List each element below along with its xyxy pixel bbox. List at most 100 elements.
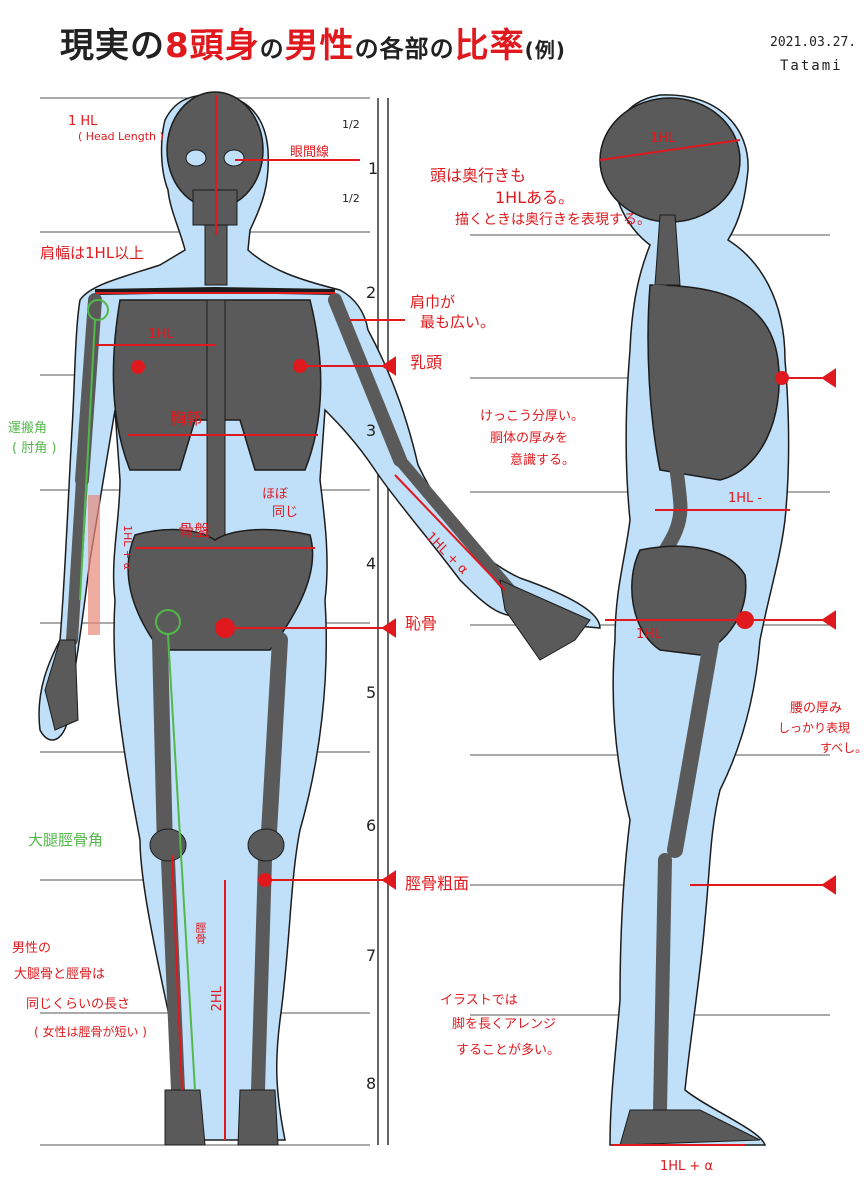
male-note-3: 同じくらいの長さ <box>26 997 131 1012</box>
brow-line-label: 眼間線 <box>290 145 330 160</box>
illustration-note-2: 脚を長くアレンジ <box>452 1017 557 1032</box>
front-right-knee <box>247 828 285 862</box>
title-part-6: 比率 <box>454 26 525 66</box>
male-note-4: ( 女性は脛骨が短い ) <box>34 1025 147 1039</box>
forearm-left-band <box>88 495 100 635</box>
male-note-2: 大腿骨と脛骨は <box>14 967 106 982</box>
front-right-humerus <box>328 293 407 467</box>
date-label: 2021.03.27. <box>770 35 857 50</box>
carrying-angle-1: 運搬角 <box>8 421 48 436</box>
title-part-4: 男性 <box>284 26 355 66</box>
shoulder-joint-marker <box>87 299 109 321</box>
front-eye-right <box>223 149 245 167</box>
title-part-5: の各部の <box>354 35 455 63</box>
head-depth-line <box>599 139 741 161</box>
title-part-2: 8頭身 <box>165 26 260 66</box>
side-nipple-marker <box>775 371 789 385</box>
side-ribcage <box>647 284 780 481</box>
hip-hl-label: 1HL <box>636 627 662 642</box>
tibia-vertical-label: 脛骨 <box>193 922 207 944</box>
head-length-abbr: 1 HL <box>68 114 98 129</box>
side-foot <box>619 1109 761 1146</box>
arm-axis-line <box>79 319 96 601</box>
almost-same-2: 同じ <box>272 505 299 520</box>
front-annotations <box>88 95 506 1140</box>
title-part-1: 現実の <box>60 26 165 66</box>
title-part-3: の <box>259 35 285 63</box>
scale-number-6: 6 <box>366 816 377 835</box>
torso-hl-label: 1HL - <box>728 491 763 506</box>
forearm-left-label: 1HL + α <box>120 524 134 570</box>
head-depth-note-2: 1HLある。 <box>495 188 575 207</box>
scale-number-1: 1 <box>368 159 379 178</box>
femur-angle-label: 大腿脛骨角 <box>28 831 104 849</box>
half-label-2: 1/2 <box>342 192 360 205</box>
nipple-label: 乳頭 <box>410 353 443 372</box>
widest-shoulder-1: 肩巾が <box>410 293 456 311</box>
side-pubis-marker <box>736 611 754 629</box>
scale-number-5: 5 <box>366 683 377 702</box>
leg-axis-line <box>167 634 196 1091</box>
nipple-right-marker <box>293 359 307 373</box>
front-right-foot <box>237 1089 279 1146</box>
head-depth-note-3: 描くときは奥行きを表現する。 <box>455 212 651 228</box>
front-right-tibia <box>251 853 272 1097</box>
pubis-arrow-head <box>381 618 396 638</box>
tibia-marker-label: 脛骨粗面 <box>405 874 470 893</box>
almost-same-1: ほぼ <box>262 487 289 502</box>
scale-number-7: 7 <box>366 946 377 965</box>
pelvis-label: 骨盤 <box>178 521 211 540</box>
nipple-left-marker <box>131 360 145 374</box>
side-skull <box>599 97 741 223</box>
pubis-label: 恥骨 <box>405 614 438 633</box>
two-hl-label: 2HL <box>209 986 225 1012</box>
side-neck <box>654 214 681 286</box>
forearm-right-line <box>394 474 506 591</box>
front-left-humerus <box>75 293 102 487</box>
torso-note-3: 意識する。 <box>510 453 576 468</box>
shoulder-hl-label: 1HL <box>148 327 174 342</box>
front-right-forearm <box>394 454 516 596</box>
title-part-7: (例) <box>524 38 566 62</box>
illustration-note-1: イラストでは <box>440 993 518 1008</box>
front-left-tibia <box>161 853 185 1097</box>
hip-note-3: すべし。 <box>820 741 865 755</box>
front-left-forearm <box>66 474 88 646</box>
front-clavicles <box>94 286 336 295</box>
front-green-annotations <box>79 299 196 1091</box>
front-spine <box>206 299 226 541</box>
foot-hl-label: 1HL + α <box>660 1159 714 1174</box>
head-depth-hl: 1HL <box>650 131 676 146</box>
side-tibia <box>653 853 672 1117</box>
chest-label: 胸郭 <box>170 409 203 428</box>
tibia-marker <box>258 873 272 887</box>
shoulder-width-label: 肩幅は1HL以上 <box>40 244 145 262</box>
side-femur <box>667 612 723 858</box>
page-title: 現実の8頭身の男性の各部の比率(例) <box>60 18 566 67</box>
scale-ruler <box>377 98 389 1145</box>
front-left-hand <box>44 639 79 731</box>
male-note-1: 男性の <box>12 941 52 956</box>
head-length-full: ( Head Length ) <box>78 130 164 143</box>
hip-note-1: 腰の厚み <box>790 701 843 716</box>
widest-shoulder-2: 最も広い。 <box>420 313 496 331</box>
scale-number-2: 2 <box>366 283 377 302</box>
front-left-femur <box>152 632 173 858</box>
side-tibia-arrow <box>821 875 836 895</box>
front-right-femur <box>260 632 288 858</box>
scale-number-3: 3 <box>366 421 377 440</box>
side-annotations <box>599 139 836 1146</box>
torso-note-2: 胴体の厚みを <box>490 431 569 446</box>
illustration-note-3: することが多い。 <box>456 1043 561 1058</box>
half-label-1: 1/2 <box>342 118 360 131</box>
tibia-arrow-head <box>381 870 396 890</box>
hip-note-2: しっかり表現 <box>778 721 851 735</box>
nipple-arrow-head <box>381 356 396 376</box>
side-pubis-arrow <box>821 610 836 630</box>
head-depth-note-1: 頭は奥行きも <box>430 166 527 185</box>
front-body <box>38 91 601 1146</box>
hip-joint-marker <box>155 609 181 635</box>
author-label: Tatami <box>780 58 843 74</box>
front-right-hand <box>499 579 591 661</box>
